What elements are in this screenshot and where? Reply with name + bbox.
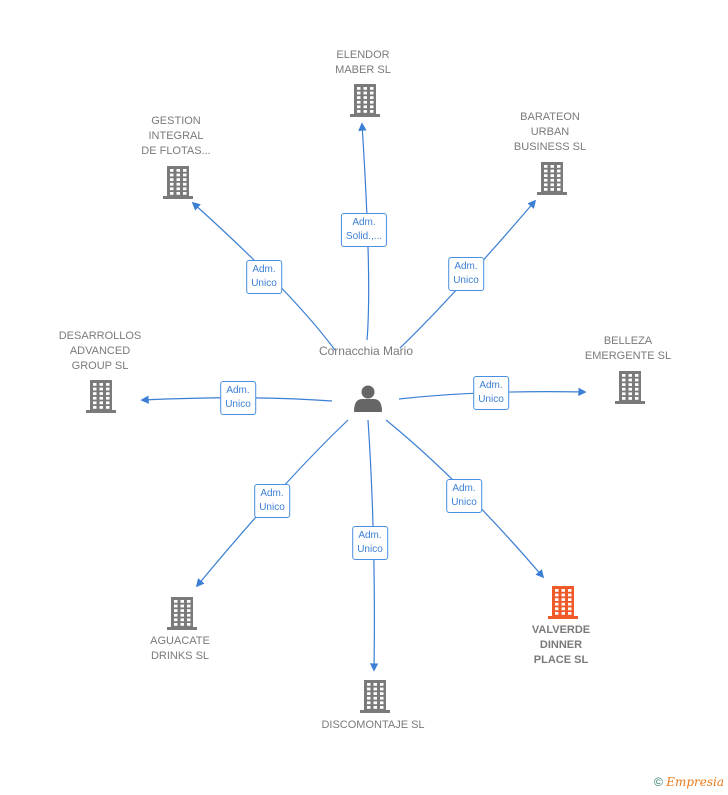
- node-label-line: ELENDOR: [336, 49, 390, 61]
- node-label-line: DRINKS SL: [150, 650, 210, 662]
- role-badge-aguacate[interactable]: Adm. Unico: [254, 484, 290, 518]
- role-badge-line: Adm.: [260, 488, 284, 499]
- node-label-line: AGUACATE: [150, 635, 210, 647]
- node-label-line: DE FLOTAS...: [141, 145, 211, 157]
- node-label-line: DINNER: [539, 639, 583, 651]
- node-label-line: URBAN: [530, 126, 570, 138]
- valverde-building-icon[interactable]: [548, 586, 578, 619]
- node-label-line: ADVANCED: [69, 345, 131, 357]
- role-badge-line: Adm.: [226, 385, 250, 396]
- role-badge-line: Unico: [451, 497, 477, 508]
- role-badge-line: Adm.: [479, 380, 503, 391]
- node-label-desarrollos[interactable]: DESARROLLOS ADVANCED GROUP SL: [59, 329, 142, 374]
- node-label-discomontaje[interactable]: DISCOMONTAJE SL: [321, 718, 424, 733]
- elendor-building-icon[interactable]: [350, 84, 380, 117]
- role-badge-line: Unico: [357, 544, 383, 555]
- node-label-valverde[interactable]: VALVERDE DINNER PLACE SL: [532, 623, 590, 668]
- role-badge-desarrollos[interactable]: Adm. Unico: [220, 381, 256, 415]
- desarrollos-building-icon[interactable]: [86, 380, 116, 413]
- node-label-line: PLACE SL: [533, 654, 589, 666]
- role-badge-elendor[interactable]: Adm. Solid.,...: [340, 213, 388, 247]
- node-label-elendor[interactable]: ELENDOR MABER SL: [335, 48, 391, 78]
- node-label-gestion[interactable]: GESTION INTEGRAL DE FLOTAS...: [141, 114, 210, 159]
- aguacate-building-icon[interactable]: [167, 597, 197, 630]
- role-badge-line: Adm.: [454, 261, 478, 272]
- node-label-line: MABER SL: [335, 64, 391, 76]
- node-label-line: GROUP SL: [71, 360, 129, 372]
- belleza-building-icon[interactable]: [615, 371, 645, 404]
- node-label-line: BELLEZA: [603, 335, 653, 347]
- node-label-belleza[interactable]: BELLEZA EMERGENTE SL: [585, 334, 671, 364]
- center-person-label[interactable]: Cornacchia Mario: [319, 344, 413, 359]
- barateon-building-icon[interactable]: [537, 162, 567, 195]
- node-label-line: GESTION: [151, 115, 201, 127]
- role-badge-discomontaje[interactable]: Adm. Unico: [352, 526, 388, 560]
- role-badge-line: Solid.,...: [345, 231, 383, 242]
- node-label-barateon[interactable]: BARATEON URBAN BUSINESS SL: [514, 110, 586, 155]
- role-badge-valverde[interactable]: Adm. Unico: [446, 479, 482, 513]
- discomontaje-building-icon[interactable]: [360, 680, 390, 713]
- center-name-line-2: Mario: [383, 344, 414, 358]
- edge-elendor: [358, 122, 370, 341]
- node-label-line: DISCOMONTAJE SL: [321, 719, 425, 731]
- role-badge-barateon[interactable]: Adm. Unico: [448, 257, 484, 291]
- node-label-aguacate[interactable]: AGUACATE DRINKS SL: [150, 634, 210, 664]
- role-badge-gestion[interactable]: Adm. Unico: [246, 260, 282, 294]
- node-label-line: EMERGENTE SL: [584, 350, 672, 362]
- node-label-line: INTEGRAL: [148, 130, 204, 142]
- copyright-symbol: ©: [654, 775, 663, 789]
- node-label-line: DESARROLLOS: [58, 330, 142, 342]
- role-badge-line: Adm.: [358, 530, 382, 541]
- node-label-line: BUSINESS SL: [513, 141, 587, 153]
- footer-brand[interactable]: © Empresia: [654, 775, 724, 789]
- role-badge-line: Unico: [453, 275, 479, 286]
- role-badge-line: Unico: [251, 278, 277, 289]
- role-badge-line: Adm.: [452, 483, 476, 494]
- role-badge-line: Unico: [478, 394, 504, 405]
- node-label-line: BARATEON: [520, 111, 580, 123]
- role-badge-line: Unico: [225, 399, 251, 410]
- center-name-line-1: Cornacchia: [318, 344, 380, 358]
- role-badge-belleza[interactable]: Adm. Unico: [473, 376, 509, 410]
- role-badge-line: Unico: [259, 502, 285, 513]
- gestion-building-icon[interactable]: [163, 166, 193, 199]
- role-badge-line: Adm.: [252, 264, 276, 275]
- role-badge-line: Adm.: [352, 217, 376, 228]
- brand-name: Empresia: [666, 775, 724, 789]
- node-label-line: VALVERDE: [531, 624, 591, 636]
- person-icon[interactable]: [354, 385, 382, 413]
